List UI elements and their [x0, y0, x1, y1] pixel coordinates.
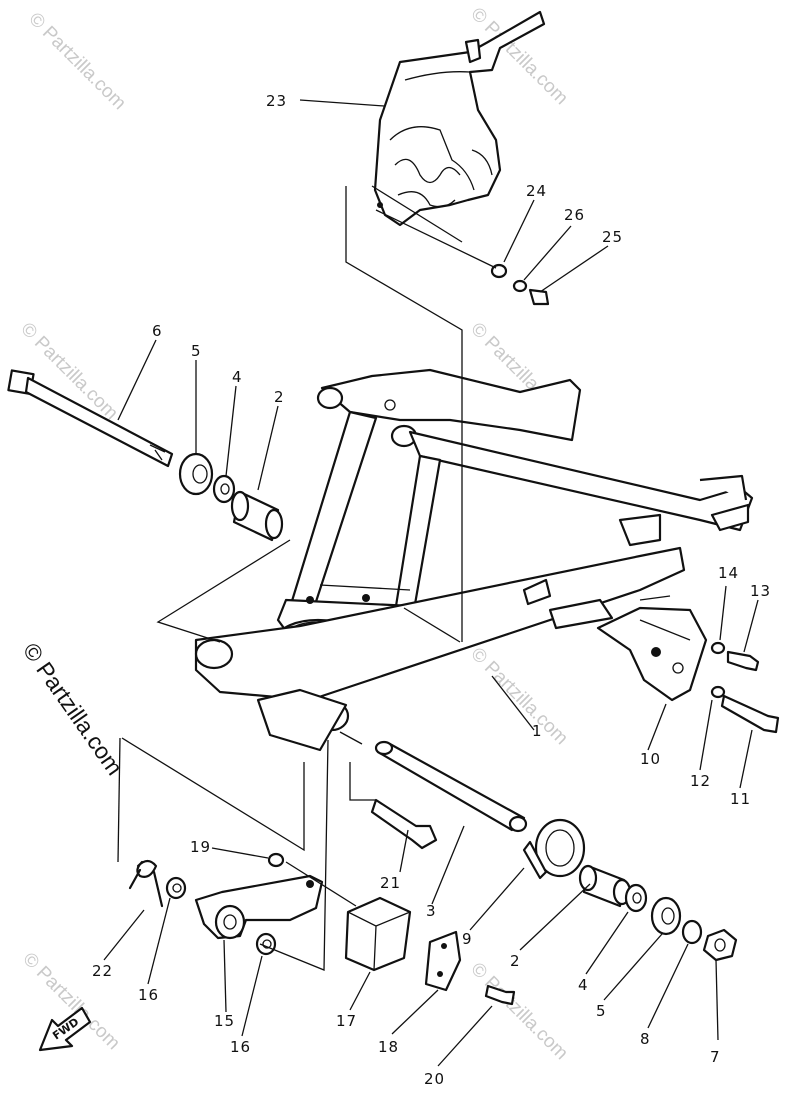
callout-16-b: 16 — [230, 1038, 251, 1056]
callout-16-a: 16 — [138, 986, 159, 1004]
callout-1: 1 — [532, 722, 543, 740]
part-18-plate — [424, 930, 462, 992]
callout-7: 7 — [710, 1048, 721, 1066]
part-10-bracket — [596, 606, 708, 702]
callout-23: 23 — [266, 92, 287, 110]
callout-22: 22 — [92, 962, 113, 980]
callout-10: 10 — [640, 750, 661, 768]
callout-8: 8 — [640, 1030, 651, 1048]
watermark-1: © Partzilla.com — [24, 9, 129, 114]
callout-13: 13 — [750, 582, 771, 600]
part-2-collar — [230, 490, 284, 542]
callout-19: 19 — [190, 838, 211, 856]
part-26-lockwasher — [512, 279, 528, 293]
frame-assembly — [194, 368, 754, 752]
part-11-bolt — [720, 694, 780, 734]
callout-21: 21 — [380, 874, 401, 892]
callout-5: 5 — [191, 342, 202, 360]
part-4-washer — [212, 474, 236, 504]
callout-12: 12 — [690, 772, 711, 790]
watermark-7: © Partzilla.com — [466, 959, 571, 1064]
callout-15: 15 — [214, 1012, 235, 1030]
leader-lines — [103, 99, 759, 1067]
part-22-spring — [128, 859, 164, 908]
part-19-nut — [267, 852, 285, 868]
callout-17: 17 — [336, 1012, 357, 1030]
part-8-clip — [681, 919, 703, 945]
callouts: 23 24 26 25 6 5 4 2 14 13 1 10 12 11 19 … — [92, 92, 771, 1088]
part-5-bearing-lower — [650, 896, 682, 936]
callout-2-lower: 2 — [510, 952, 521, 970]
callout-14: 14 — [718, 564, 739, 582]
part-17-block — [344, 896, 412, 972]
part-16-bushing-a — [165, 876, 187, 900]
callout-4: 4 — [232, 368, 243, 386]
part-15-arm — [194, 874, 324, 940]
part-12-washer — [710, 685, 726, 699]
reference-lines — [117, 185, 497, 971]
part-13-bolt — [726, 650, 760, 672]
part-4-washer-lower — [624, 883, 648, 913]
callout-11: 11 — [730, 790, 751, 808]
callout-5-lower: 5 — [596, 1002, 607, 1020]
part-23-cover — [373, 10, 546, 227]
callout-2-upper: 2 — [274, 388, 285, 406]
callout-26: 26 — [564, 206, 585, 224]
part-21-bolt — [370, 798, 438, 850]
part-6-axle-bolt — [7, 369, 174, 468]
watermark-5: © Partzilla.com — [466, 644, 571, 749]
callout-6: 6 — [152, 322, 163, 340]
part-20-bolt — [484, 984, 516, 1006]
callout-9: 9 — [462, 930, 473, 948]
part-25-bolt — [528, 288, 550, 306]
callout-20: 20 — [424, 1070, 445, 1088]
part-9-collar — [522, 818, 586, 880]
callout-18: 18 — [378, 1038, 399, 1056]
part-7-nut — [702, 928, 738, 962]
part-14-nut — [710, 641, 726, 655]
callout-24: 24 — [526, 182, 547, 200]
fwd-arrow-icon: FWD — [38, 1006, 92, 1052]
part-16-bushing-b — [255, 932, 277, 956]
watermark-accent: © Partzilla.com — [18, 638, 128, 780]
part-3-shaft — [374, 740, 528, 833]
part-5-bearing — [178, 452, 214, 496]
callout-25: 25 — [602, 228, 623, 246]
callout-3: 3 — [426, 902, 437, 920]
callout-4-lower: 4 — [578, 976, 589, 994]
